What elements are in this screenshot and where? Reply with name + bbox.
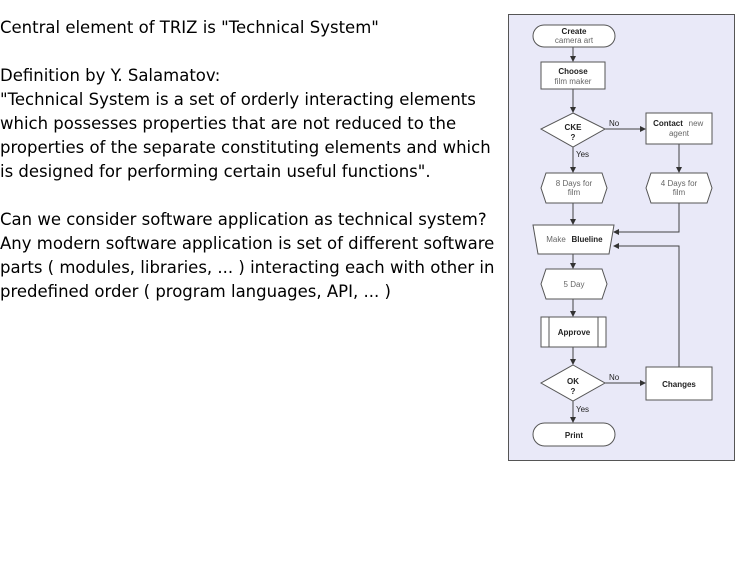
svg-text:Choose: Choose <box>558 67 588 76</box>
day5-node <box>540 268 608 300</box>
svg-text:Create: Create <box>562 27 587 36</box>
svg-text:Blueline: Blueline <box>571 235 603 244</box>
svg-text:Contact: Contact <box>653 119 683 128</box>
svg-text:film: film <box>568 188 581 197</box>
cke-decision <box>539 112 607 148</box>
svg-text:5 Day: 5 Day <box>564 280 585 289</box>
definition-author: Definition by Y. Salamatov: <box>0 66 221 85</box>
slide-text: Central element of TRIZ is "Technical Sy… <box>0 16 500 304</box>
definition-quote: "Technical System is a set of orderly in… <box>0 90 491 181</box>
choose-node <box>540 61 606 90</box>
flowchart-image: Create camera art Choose film maker CKE … <box>508 14 735 461</box>
changes-node <box>645 366 713 401</box>
svg-text:4 Days for: 4 Days for <box>661 179 698 188</box>
question: Can we consider software application as … <box>0 210 487 229</box>
svg-text:Yes: Yes <box>576 405 589 414</box>
svg-text:Make: Make <box>546 235 566 244</box>
svg-text:Approve: Approve <box>558 328 591 337</box>
svg-text:new: new <box>689 119 704 128</box>
svg-text:No: No <box>609 373 620 382</box>
svg-text:agent: agent <box>669 129 690 138</box>
create-node <box>532 24 616 48</box>
svg-text:Print: Print <box>565 431 584 440</box>
blueline-node <box>532 224 615 255</box>
svg-text:film: film <box>673 188 686 197</box>
answer: Any modern software application is set o… <box>0 234 495 301</box>
print-node <box>532 422 616 447</box>
days8-node <box>540 172 608 204</box>
svg-text:?: ? <box>571 387 576 396</box>
ok-decision <box>539 364 607 402</box>
days4-node <box>645 172 713 204</box>
svg-text:Changes: Changes <box>662 380 696 389</box>
svg-text:CKE: CKE <box>565 123 583 132</box>
svg-text:?: ? <box>571 133 576 142</box>
svg-text:Yes: Yes <box>576 150 589 159</box>
contact-node <box>645 112 713 145</box>
svg-text:No: No <box>609 119 620 128</box>
svg-text:camera art: camera art <box>555 36 594 45</box>
heading-line: Central element of TRIZ is "Technical Sy… <box>0 18 379 37</box>
svg-text:film maker: film maker <box>555 77 592 86</box>
approve-node <box>540 316 607 348</box>
svg-text:OK: OK <box>567 377 579 386</box>
svg-text:8 Days for: 8 Days for <box>556 179 593 188</box>
